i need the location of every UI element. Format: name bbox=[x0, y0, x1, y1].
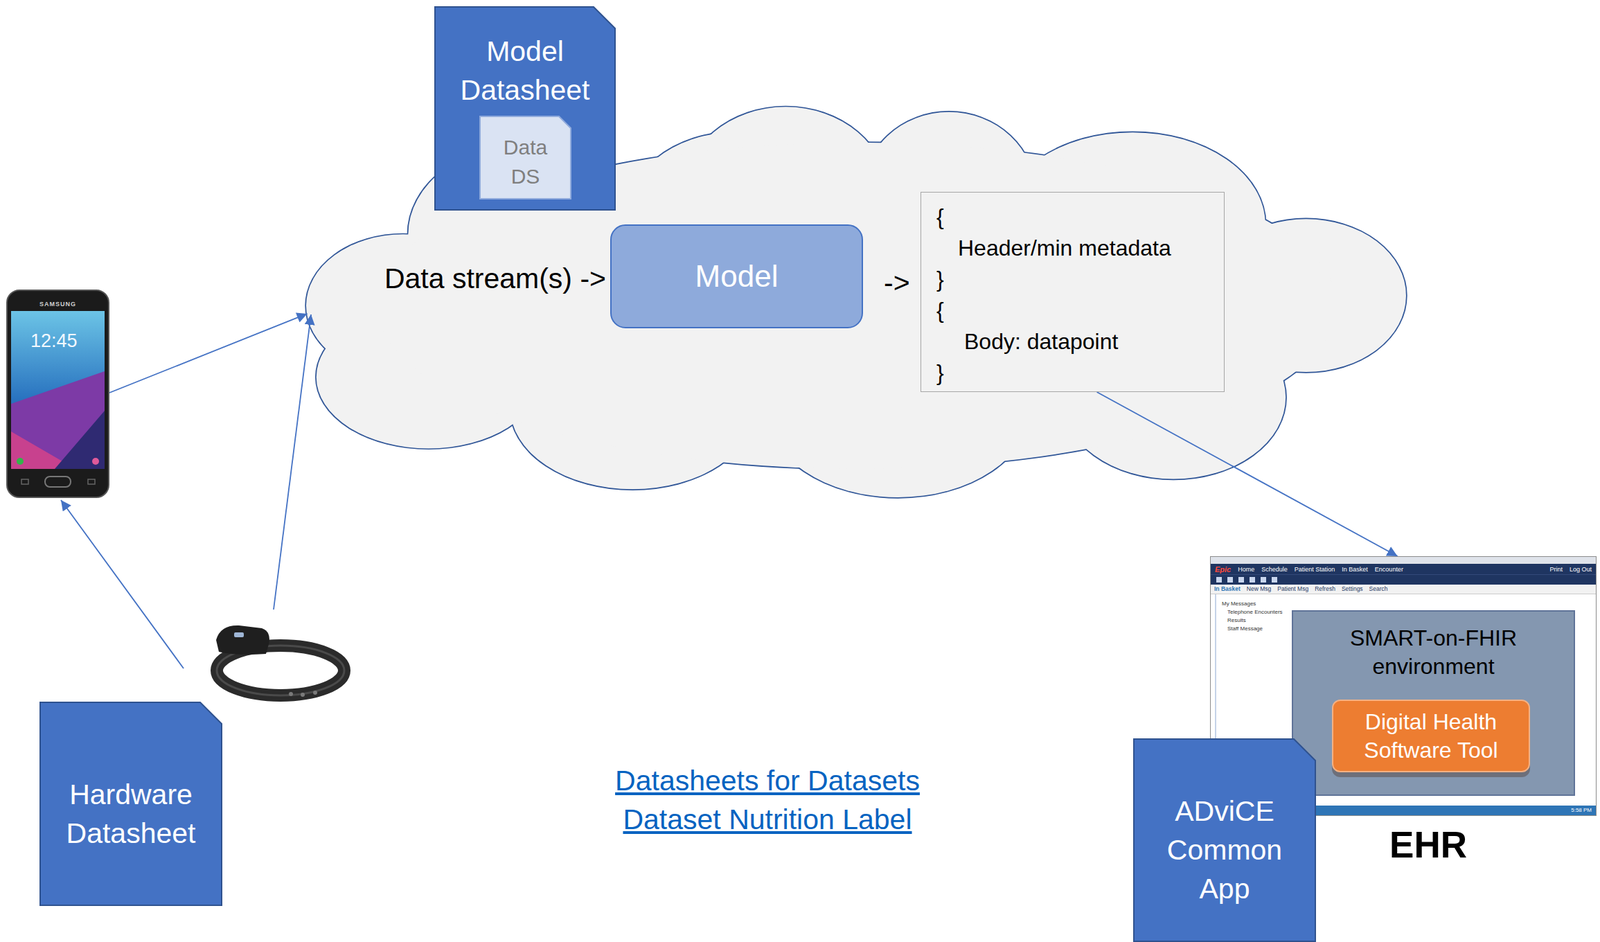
wallpaper-shape bbox=[11, 371, 105, 469]
band-display bbox=[234, 632, 244, 638]
doc-shape bbox=[1133, 739, 1316, 942]
toolbar-icon bbox=[1260, 576, 1267, 583]
cloud: Data stream(s) ->->Model{Header/min meta… bbox=[306, 101, 1407, 500]
toolbar-item: Patient Msg bbox=[1277, 585, 1309, 593]
model-box: Model bbox=[610, 224, 864, 329]
clock-text: 5:58 PM bbox=[1570, 806, 1592, 814]
phone-text: 12:45 bbox=[6, 329, 110, 352]
datasheet-doc: Hardware Datasheet bbox=[39, 701, 223, 906]
toolbar-icon bbox=[1227, 576, 1233, 583]
toolbar-item: New Msg bbox=[1246, 585, 1271, 593]
cloud-lobe bbox=[377, 142, 1337, 469]
json-line: { bbox=[936, 295, 1217, 327]
json-line: Body: datapoint bbox=[964, 326, 1217, 358]
cloud-border bbox=[306, 106, 1407, 498]
phone: SAMSUNG 12:45 bbox=[6, 289, 110, 499]
toolbar-item: In Basket bbox=[1214, 585, 1241, 593]
menu-item: Encounter bbox=[1374, 565, 1404, 574]
doc-title: Hardware Datasheet bbox=[51, 775, 211, 853]
doc-shape bbox=[434, 6, 616, 210]
doc-title: Model Datasheet bbox=[445, 31, 605, 110]
app-icon bbox=[16, 457, 24, 465]
title-bar bbox=[1210, 556, 1596, 564]
band-to-phone-arrow bbox=[60, 500, 184, 669]
menu-item: Home bbox=[1237, 565, 1255, 574]
band-module bbox=[216, 625, 270, 655]
toolbar-item: Refresh bbox=[1314, 585, 1336, 593]
app-doc: ADviCE Common App bbox=[1133, 738, 1317, 942]
json-message-box: {Header/min metadata}{Body: datapoint} bbox=[920, 191, 1225, 393]
home-button bbox=[45, 476, 71, 487]
icon-bar bbox=[1210, 574, 1596, 585]
menu-item: Schedule bbox=[1261, 565, 1288, 574]
json-line: Header/min metadata bbox=[957, 232, 1217, 264]
link-list: Datasheets for DatasetsDataset Nutrition… bbox=[525, 761, 1010, 839]
toolbar-item: Settings bbox=[1341, 585, 1364, 593]
toolbar-item: Search bbox=[1369, 585, 1389, 593]
json-line: } bbox=[936, 263, 1217, 296]
cloud-fill bbox=[306, 106, 1407, 498]
doc-title: Data DS bbox=[498, 132, 554, 192]
menu-item: Log Out bbox=[1569, 565, 1592, 574]
toolbar-icon bbox=[1216, 576, 1222, 583]
toolbar-icon bbox=[1249, 576, 1256, 583]
nav-key bbox=[21, 479, 29, 485]
list-item: Staff Message bbox=[1221, 624, 1290, 634]
band-hole bbox=[313, 690, 318, 695]
datasheet-doc: Model DatasheetData DS bbox=[434, 6, 616, 211]
menu-item: In Basket bbox=[1341, 565, 1368, 574]
box-title: SMART-on-FHIR environment bbox=[1343, 624, 1524, 681]
reference-link: Dataset Nutrition Label bbox=[525, 800, 1010, 839]
doc-title: ADviCE Common App bbox=[1158, 791, 1291, 909]
text-slot: Data stream(s) -> bbox=[384, 259, 607, 298]
band-to-cloud-arrow bbox=[273, 314, 311, 610]
cloud-text: Data stream(s) -> bbox=[384, 259, 607, 298]
menu-item: Patient Station bbox=[1294, 565, 1336, 574]
nav-key bbox=[87, 479, 95, 485]
reference-link: Datasheets for Datasets bbox=[525, 761, 1010, 800]
box-title: Digital Health Software Tool bbox=[1347, 707, 1515, 765]
menu-item: Epic bbox=[1214, 565, 1231, 574]
cloud-text: -> bbox=[883, 263, 911, 302]
band-hole bbox=[300, 692, 305, 697]
list-item: Telephone Encounters bbox=[1221, 608, 1290, 617]
doc-shape bbox=[40, 702, 222, 906]
text-slot: -> bbox=[883, 263, 911, 302]
menu-bar: Epic Home Schedule Patient Station In Basket… bbox=[1210, 563, 1596, 575]
smart-on-fhir-box: SMART-on-FHIR environmentDigital Health … bbox=[1291, 610, 1576, 796]
phone-illustration bbox=[6, 290, 109, 498]
toolbar-icon bbox=[1238, 576, 1244, 583]
json-line: { bbox=[936, 201, 1217, 233]
menu-item: Print bbox=[1549, 565, 1563, 574]
activity-toolbar: In Basket New Msg Patient Msg Refresh Settin… bbox=[1210, 584, 1596, 595]
model-label: Model bbox=[695, 258, 779, 295]
fitness-band-illustration bbox=[216, 625, 345, 697]
wallpaper-shape bbox=[54, 410, 105, 469]
doc-shape bbox=[480, 116, 571, 199]
json-line: } bbox=[936, 357, 1217, 389]
phone-body bbox=[6, 290, 109, 498]
toolbar-icon bbox=[1271, 576, 1278, 583]
list-item: Results bbox=[1221, 616, 1290, 625]
software-tool-box: Digital Health Software Tool bbox=[1331, 699, 1531, 773]
phone-text: SAMSUNG bbox=[6, 299, 110, 309]
connector-arrow bbox=[109, 313, 308, 393]
app-icon bbox=[92, 457, 100, 465]
band-hole bbox=[288, 691, 293, 697]
list-item: My Messages bbox=[1221, 599, 1290, 609]
data-datasheet-doc: Data DS bbox=[479, 115, 572, 200]
cloud-lobe bbox=[377, 142, 1337, 469]
